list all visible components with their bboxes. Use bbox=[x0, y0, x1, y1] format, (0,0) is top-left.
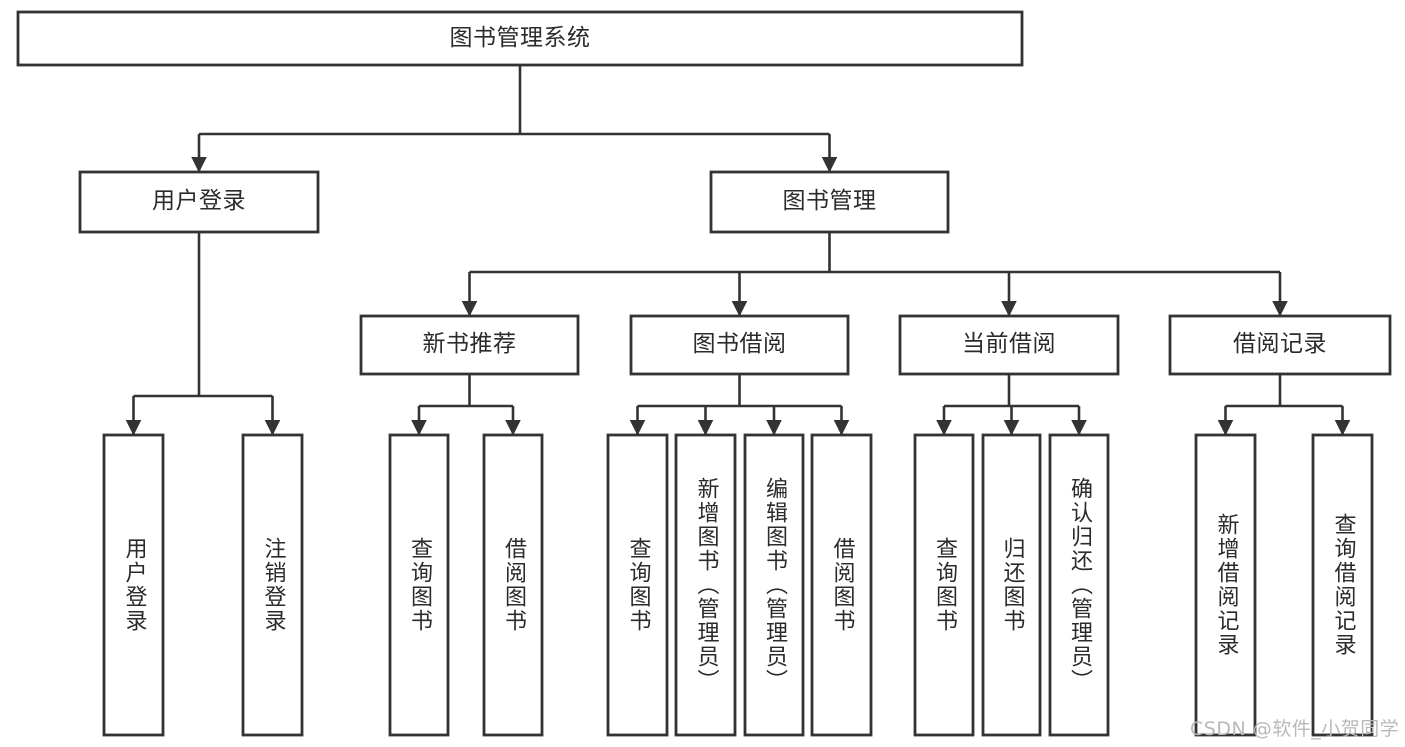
level3-box bbox=[629, 314, 850, 376]
leaf-box bbox=[606, 433, 669, 737]
leaf-box bbox=[1194, 433, 1257, 737]
leaf-box bbox=[1311, 433, 1374, 737]
level3-box bbox=[359, 314, 580, 376]
level2-box bbox=[78, 170, 320, 234]
root-box bbox=[16, 10, 1024, 67]
level3-box bbox=[1168, 314, 1392, 376]
node-boxes bbox=[16, 10, 1392, 737]
leaf-box bbox=[913, 433, 975, 737]
leaf-box bbox=[743, 433, 805, 737]
leaf-box bbox=[810, 433, 873, 737]
level2-box bbox=[709, 170, 950, 234]
leaf-box bbox=[981, 433, 1042, 737]
leaf-box bbox=[241, 433, 304, 737]
leaf-box bbox=[482, 433, 544, 737]
leaf-box bbox=[388, 433, 450, 737]
edge-lines bbox=[125, 65, 1351, 436]
leaf-box bbox=[1048, 433, 1110, 737]
level3-box bbox=[898, 314, 1120, 376]
leaf-box bbox=[102, 433, 165, 737]
csdn-watermark: CSDN @软件_小贺同学 bbox=[1190, 718, 1400, 740]
leaf-box bbox=[674, 433, 737, 737]
